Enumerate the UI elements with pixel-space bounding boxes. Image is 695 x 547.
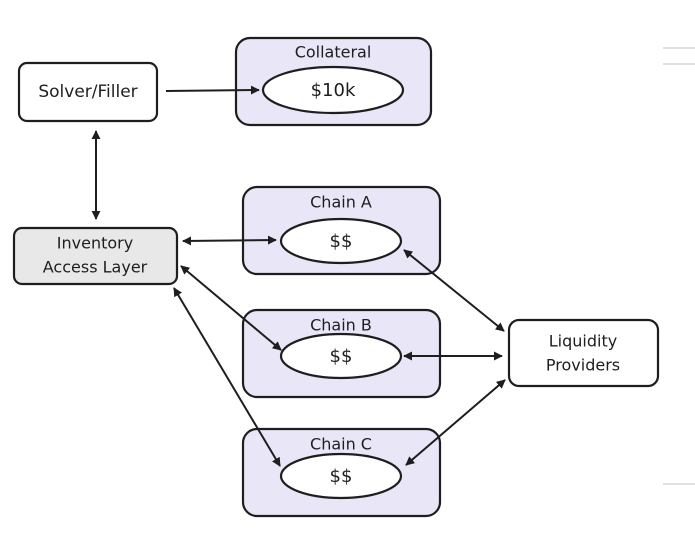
collateral-amount-ellipse: [261, 65, 405, 115]
solver-node: Solver/Filler: [17, 61, 159, 123]
solver-label: Solver/Filler: [38, 82, 137, 102]
access-layer-node: Inventory Access Layer: [12, 226, 179, 286]
collateral-amount: $10k: [311, 80, 356, 101]
chain-a-amount-ellipse: [279, 217, 403, 265]
chain-a-node: Chain A $$: [241, 185, 442, 276]
liquidity-providers-node: Liquidity Providers: [507, 318, 660, 388]
chain-b-node: Chain B $$: [241, 308, 442, 399]
chain-b-amount-ellipse: [279, 332, 403, 380]
chain-c-amount-ellipse: [279, 452, 403, 500]
arrow-access-chain-a: [182, 235, 277, 246]
arrow-chain-a-liquidity: [403, 249, 505, 332]
liquidity-line1: Liquidity: [549, 332, 617, 351]
chain-c-title: Chain C: [310, 435, 372, 454]
access-layer-line2: Access Layer: [43, 258, 148, 277]
arrow-chain-c-liquidity: [405, 379, 506, 466]
liquidity-line2: Providers: [546, 356, 620, 375]
chain-a-amount: $$: [330, 231, 353, 252]
collateral-node: Collateral $10k: [234, 36, 433, 127]
chain-b-amount: $$: [330, 346, 353, 367]
chain-c-node: Chain C $$: [241, 427, 442, 518]
chain-c-amount: $$: [330, 466, 353, 487]
chain-b-title: Chain B: [310, 316, 372, 335]
arrow-solver-to-collateral: [165, 85, 260, 95]
access-layer-line1: Inventory: [57, 234, 133, 253]
chain-a-title: Chain A: [310, 193, 372, 212]
arrow-access-chain-b: [180, 265, 282, 351]
arrow-access-chain-c: [173, 287, 281, 467]
collateral-title: Collateral: [295, 43, 372, 62]
